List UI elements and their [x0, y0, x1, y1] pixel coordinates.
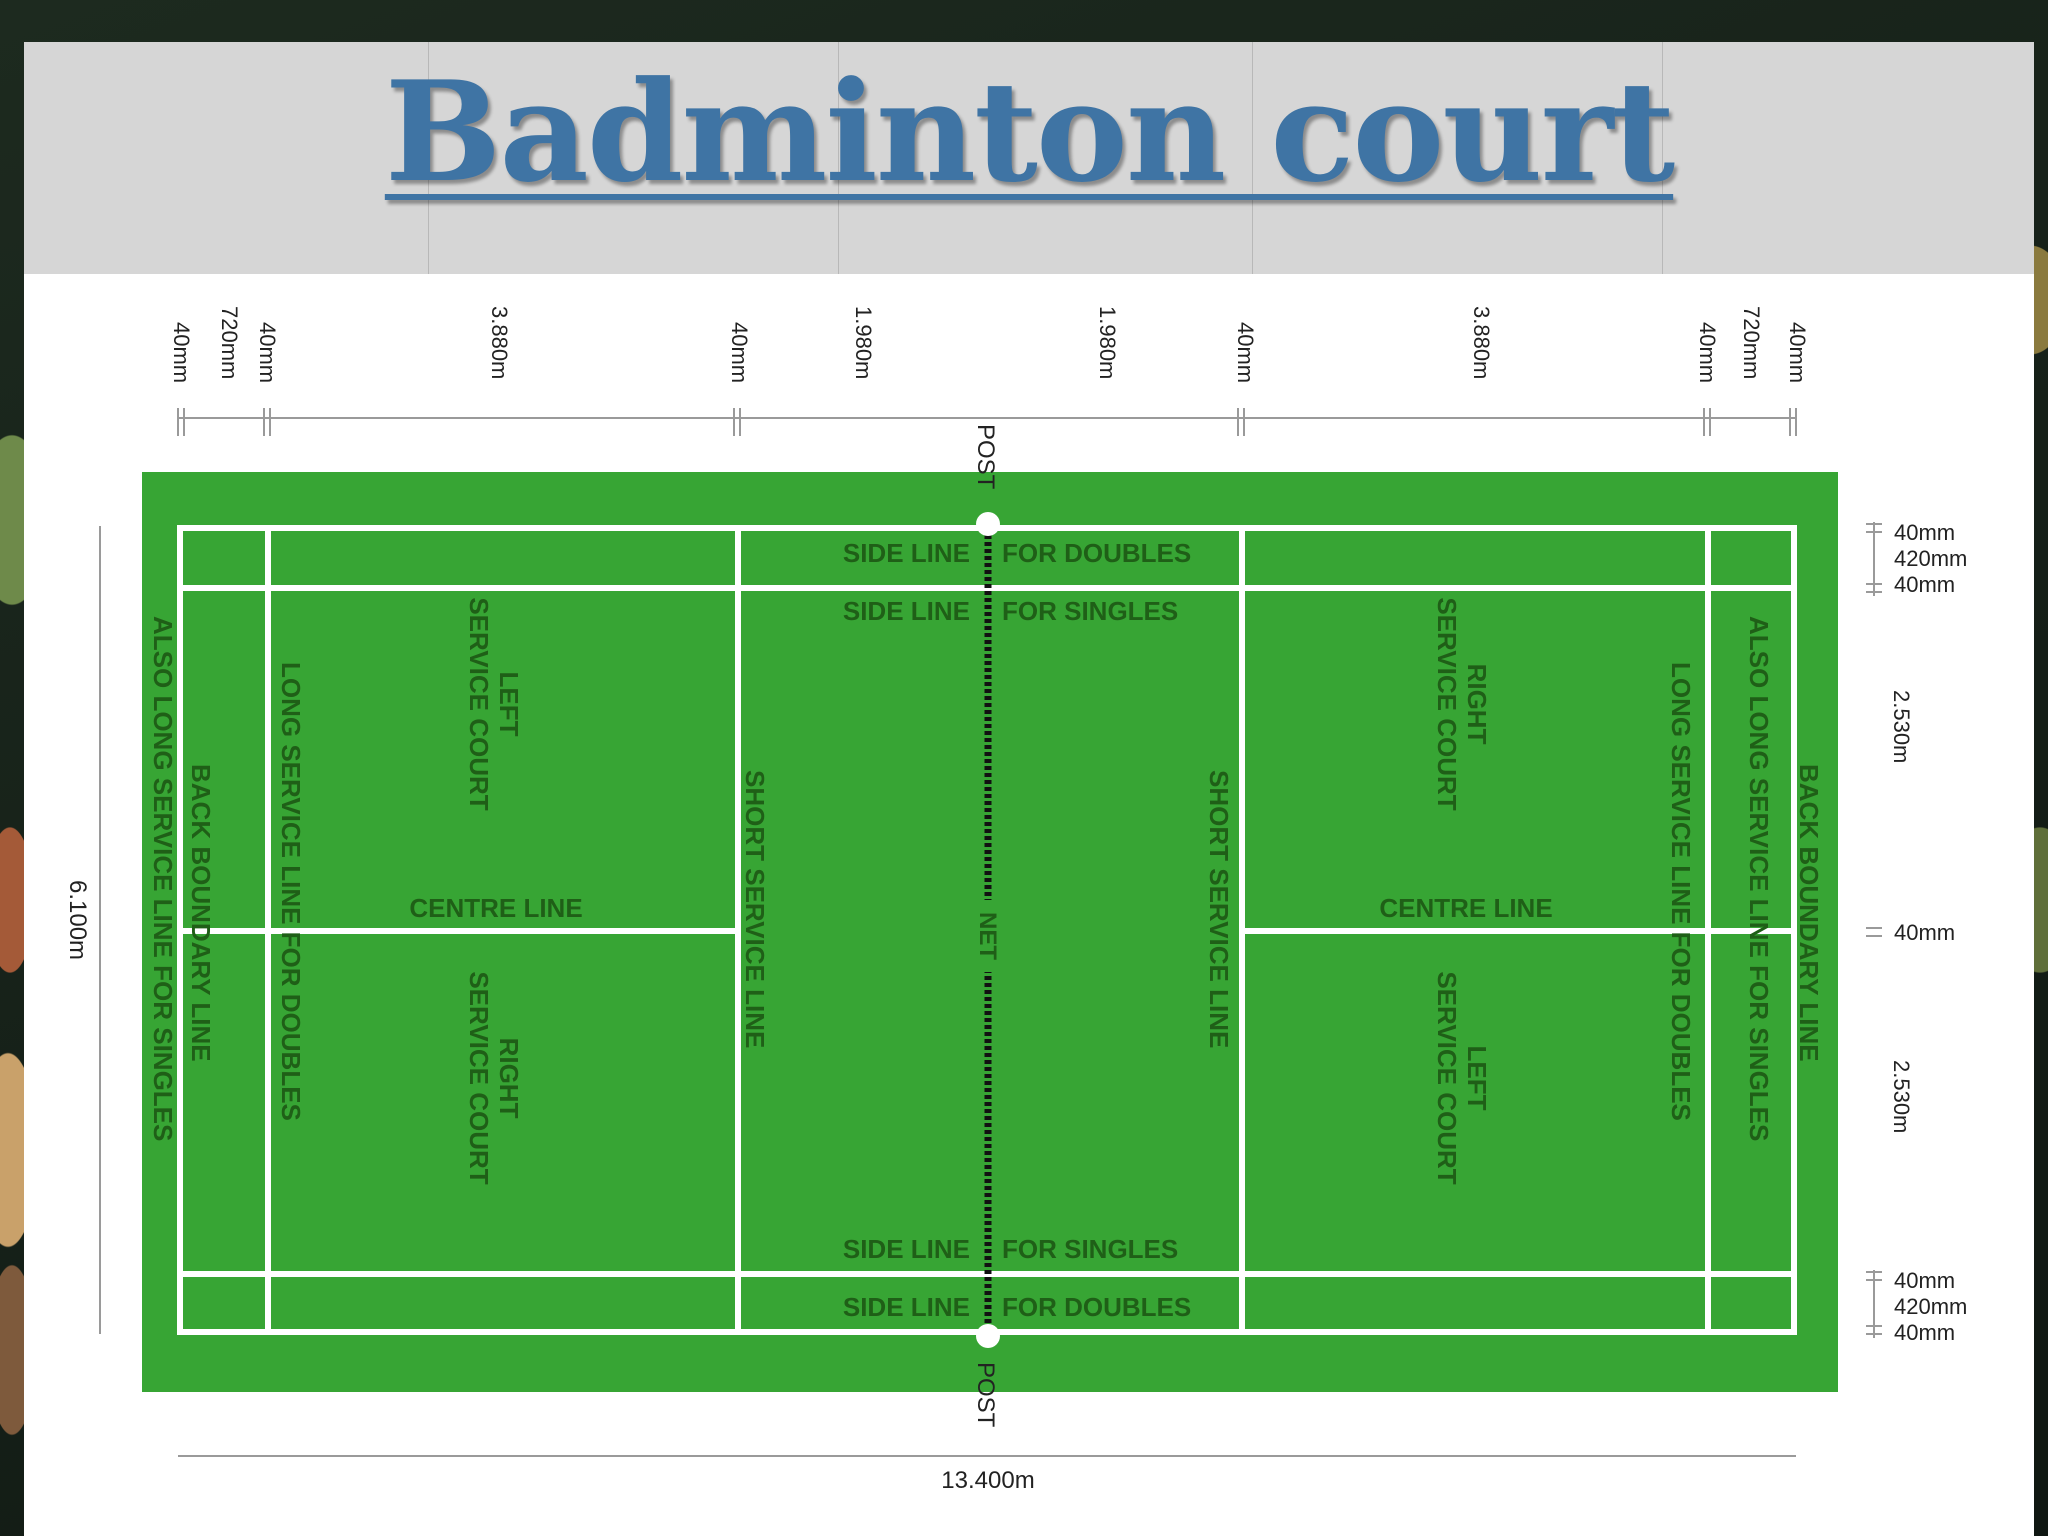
centre-line-label: CENTRE LINE [409, 893, 582, 923]
post-top [976, 512, 1000, 536]
top-dimension-labels: 40mm 720mm 40mm 3.880m 40mm 1.980m 1.980… [169, 306, 1810, 383]
side-line-label: FOR DOUBLES [1002, 538, 1191, 568]
dimension-label: 1.980m [851, 306, 876, 379]
long-service-doubles-label: LONG SERVICE LINE FOR DOUBLES [276, 662, 306, 1121]
band-divider [838, 42, 839, 274]
side-line-label: SIDE LINE [843, 538, 970, 568]
side-line-label: SIDE LINE [843, 596, 970, 626]
dimension-label: 40mm [255, 322, 280, 383]
dimension-label: 2.530m [1889, 1060, 1914, 1133]
post-bottom [976, 1324, 1000, 1348]
short-service-label: SHORT SERVICE LINE [740, 770, 770, 1048]
dimension-label: 40mm [1894, 572, 1955, 597]
side-line-label: FOR SINGLES [1002, 1234, 1178, 1264]
court-label-line1: LEFT [1462, 1046, 1492, 1111]
dimension-label: 40mm [1894, 920, 1955, 945]
dimension-label: 1.980m [1095, 306, 1120, 379]
dimension-label: 40mm [1695, 322, 1720, 383]
dimension-label: 40mm [1233, 322, 1258, 383]
side-line-label: SIDE LINE [843, 1234, 970, 1264]
side-line-labels: SIDE LINE FOR DOUBLES SIDE LINE FOR SING… [843, 538, 1191, 1322]
court-label-line1: RIGHT [1462, 664, 1492, 745]
back-boundary-label: BACK BOUNDARY LINE [186, 764, 216, 1062]
title-band [24, 42, 2034, 274]
slide-title: Badminton court [384, 50, 1675, 213]
right-dimension-ticks [1866, 522, 1882, 1338]
band-divider [428, 42, 429, 274]
band-divider [1662, 42, 1663, 274]
right-dimension-labels: 40mm 420mm 40mm 2.530m 40mm 2.530m 40mm … [1889, 520, 1967, 1345]
long-service-doubles-label: LONG SERVICE LINE FOR DOUBLES [1666, 662, 1696, 1121]
dimension-label: 40mm [727, 322, 752, 383]
dimension-label: 40mm [1785, 322, 1810, 383]
left-half-labels: ALSO LONG SERVICE LINE FOR SINGLES BACK … [148, 597, 770, 1184]
court-label-line2: SERVICE COURT [1432, 597, 1462, 810]
court-label-line1: LEFT [494, 672, 524, 737]
dimension-label: 40mm [1894, 1320, 1955, 1345]
court-label-line1: RIGHT [494, 1038, 524, 1119]
dimension-label: 3.880m [1469, 306, 1494, 379]
court-label-line2: SERVICE COURT [464, 597, 494, 810]
right-half-labels: SHORT SERVICE LINE RIGHT SERVICE COURT L… [1204, 597, 1824, 1184]
dimension-label: 420mm [1894, 546, 1967, 571]
court-label-line2: SERVICE COURT [1432, 971, 1462, 1184]
top-dimension-line [177, 408, 1797, 436]
dimension-label: 720mm [1739, 306, 1764, 379]
dimension-label: 3.880m [487, 306, 512, 379]
overall-length-label: 13.400m [941, 1467, 1034, 1494]
side-line-label: FOR DOUBLES [1002, 1292, 1191, 1322]
side-line-label: SIDE LINE [843, 1292, 970, 1322]
centre-line-label: CENTRE LINE [1379, 893, 1552, 923]
dimension-label: 720mm [217, 306, 242, 379]
post-label-top: POST [972, 424, 999, 490]
short-service-label: SHORT SERVICE LINE [1204, 770, 1234, 1048]
net-label: NET [974, 912, 1001, 960]
net-label-bg [972, 900, 1004, 972]
dimension-label: 420mm [1894, 1294, 1967, 1319]
post-label-bottom: POST [972, 1362, 999, 1428]
dimension-label: 40mm [1894, 520, 1955, 545]
back-boundary-label: BACK BOUNDARY LINE [1794, 764, 1824, 1062]
overall-width-label: 6.100m [64, 880, 91, 960]
dimension-label: 40mm [1894, 1268, 1955, 1293]
also-long-service-label: ALSO LONG SERVICE LINE FOR SINGLES [1744, 616, 1774, 1141]
also-long-service-label: ALSO LONG SERVICE LINE FOR SINGLES [148, 616, 178, 1141]
side-line-label: FOR SINGLES [1002, 596, 1178, 626]
band-divider [1252, 42, 1253, 274]
dimension-label: 2.530m [1889, 690, 1914, 763]
dimension-label: 40mm [169, 322, 194, 383]
court-label-line2: SERVICE COURT [464, 971, 494, 1184]
